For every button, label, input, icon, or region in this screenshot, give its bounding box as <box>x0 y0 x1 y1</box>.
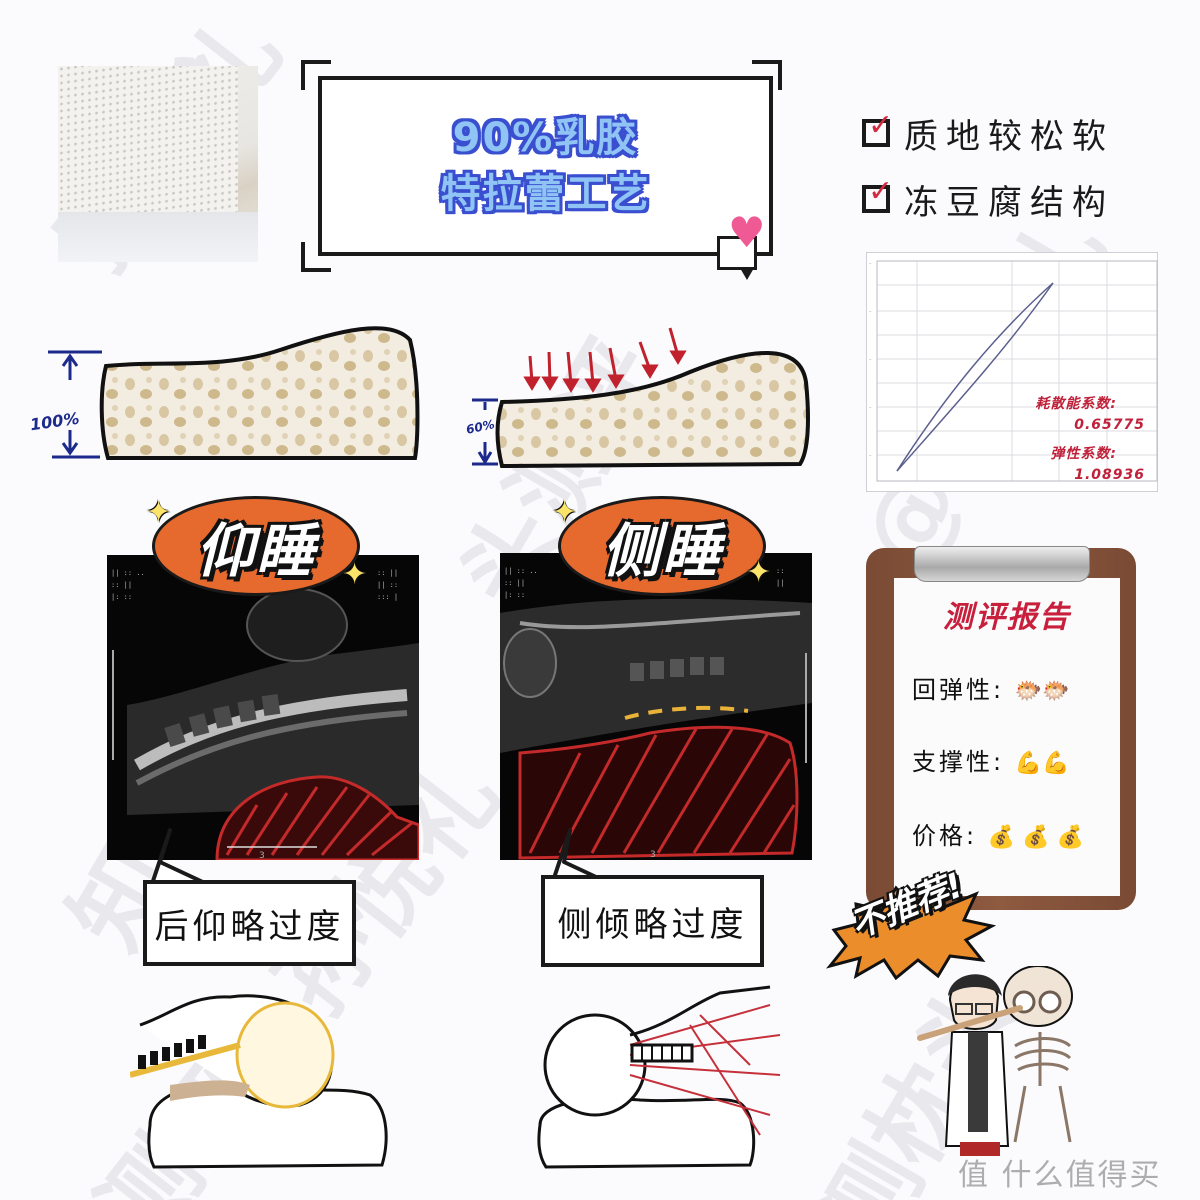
sparkle-icon: ✦ <box>146 495 172 530</box>
dissipation-coefficient-label: 耗散能系数: <box>1035 396 1117 412</box>
hysteresis-chart: – – – – – 耗散能系数: 0.65775 弹性系数: 1.08936 <box>866 252 1158 492</box>
svg-text:|: ::: |: :: <box>504 591 525 599</box>
side-badge-label: 侧睡 <box>601 517 722 585</box>
latex-foam-photo <box>58 66 258 262</box>
mri-scan-side: || :: ..:: |||: :: ::|| 3 <box>500 553 812 860</box>
mri-image: || :: ..:: |||: :: :: |||| ::::: | 3 <box>107 555 419 860</box>
supine-comment-bubble: 后仰略过度 <box>143 880 356 966</box>
chat-bubble-icon <box>717 236 757 270</box>
svg-text:|| ::: || :: <box>377 581 398 589</box>
report-row-resilience: 回弹性: 🐡🐡 <box>912 670 1070 705</box>
mri-image: || :: ..:: |||: :: ::|| 3 <box>500 553 812 860</box>
dissipation-coefficient-value: 0.65775 <box>1074 417 1145 433</box>
svg-text:||: || <box>776 579 784 587</box>
title-card <box>318 76 773 256</box>
pufferfish-icon: 🐡🐡 <box>1014 679 1070 704</box>
svg-text:–: – <box>869 309 872 315</box>
scale-mark: 3 <box>650 850 656 860</box>
supine-neck-illustration <box>130 994 388 1169</box>
title-line-process: 特拉蕾工艺 <box>440 171 651 217</box>
checkmark-icon: ✓ <box>868 174 902 209</box>
report-label: 价格: <box>912 822 978 850</box>
svg-text:–: – <box>869 405 872 411</box>
brand-watermark: 值 什么值得买 <box>958 1158 1162 1193</box>
checklist-label: 质地较松软 <box>904 116 1114 157</box>
sparkle-icon: ✦ <box>342 557 368 592</box>
pillow-uncompressed-illustration <box>48 326 420 460</box>
report-row-price: 价格: 💰 💰 💰 <box>912 816 1084 851</box>
scale-mark: 3 <box>259 851 265 860</box>
report-paper <box>894 578 1120 896</box>
checklist-item: ✓ 质地较松软 <box>862 100 1114 166</box>
checkmark-icon: ✓ <box>868 108 902 143</box>
svg-text:–: – <box>869 357 872 363</box>
sparkle-icon: ✦ <box>552 495 578 530</box>
flexed-bicep-icon: 💪💪 <box>1014 751 1070 776</box>
title-line-material: 90%乳胶 <box>452 115 639 161</box>
report-row-support: 支撑性: 💪💪 <box>912 742 1070 777</box>
report-label: 支撑性: <box>912 748 1005 776</box>
verdict-burst-shape <box>826 883 996 980</box>
supine-badge: 仰睡 <box>152 496 360 596</box>
report-label: 回弹性: <box>912 676 1005 704</box>
svg-text:::: |: ::: | <box>377 593 398 601</box>
svg-text::: ||: :: || <box>504 579 525 587</box>
supine-badge-label: 仰睡 <box>195 517 316 585</box>
elasticity-coefficient-value: 1.08936 <box>1074 467 1145 483</box>
title-text: 90%乳胶 特拉蕾工艺 <box>318 110 773 222</box>
svg-text::: ||: :: || <box>377 569 398 577</box>
bubble-tail <box>148 828 221 892</box>
svg-text:|: ::: |: :: <box>111 593 132 601</box>
checklist-item: ✓ 冻豆腐结构 <box>862 166 1114 232</box>
side-comment: 侧倾略过度 <box>557 904 748 945</box>
checklist-label: 冻豆腐结构 <box>904 182 1114 223</box>
svg-text:|| :: ..: || :: .. <box>111 569 145 577</box>
pillow-compressed-illustration <box>472 327 810 469</box>
money-bag-icon: 💰 💰 💰 <box>987 825 1084 850</box>
checkbox-checked-icon: ✓ <box>862 111 893 147</box>
svg-text:::: :: <box>776 567 784 575</box>
side-badge: 侧睡 <box>558 496 766 596</box>
chart-plot-area: – – – – – <box>869 260 1158 482</box>
checkbox-checked-icon: ✓ <box>862 177 893 213</box>
side-comment-bubble: 侧倾略过度 <box>541 875 764 967</box>
frame-corner <box>301 242 331 272</box>
frame-corner <box>301 60 331 90</box>
frame-corner <box>752 60 782 90</box>
side-neck-illustration <box>537 985 781 1169</box>
feature-checklist: ✓ 质地较松软 ✓ 冻豆腐结构 <box>862 100 1114 232</box>
sparkle-icon: ✦ <box>746 555 772 590</box>
svg-text:|| :: ..: || :: .. <box>504 567 538 575</box>
clipboard-clip <box>914 546 1090 582</box>
heart-icon: ♥ <box>728 208 766 257</box>
supine-comment: 后仰略过度 <box>154 906 345 947</box>
svg-text::: ||: :: || <box>111 581 132 589</box>
elasticity-coefficient-label: 弹性系数: <box>1050 446 1117 462</box>
doctor-skeleton-illustration <box>917 966 1073 1156</box>
svg-text:–: – <box>869 453 872 459</box>
chat-bubble-tail <box>740 268 754 280</box>
svg-text:–: – <box>869 261 872 267</box>
report-title: 测评报告 <box>943 600 1071 635</box>
mri-scan-supine: || :: ..:: |||: :: :: |||| ::::: | 3 <box>107 555 419 860</box>
